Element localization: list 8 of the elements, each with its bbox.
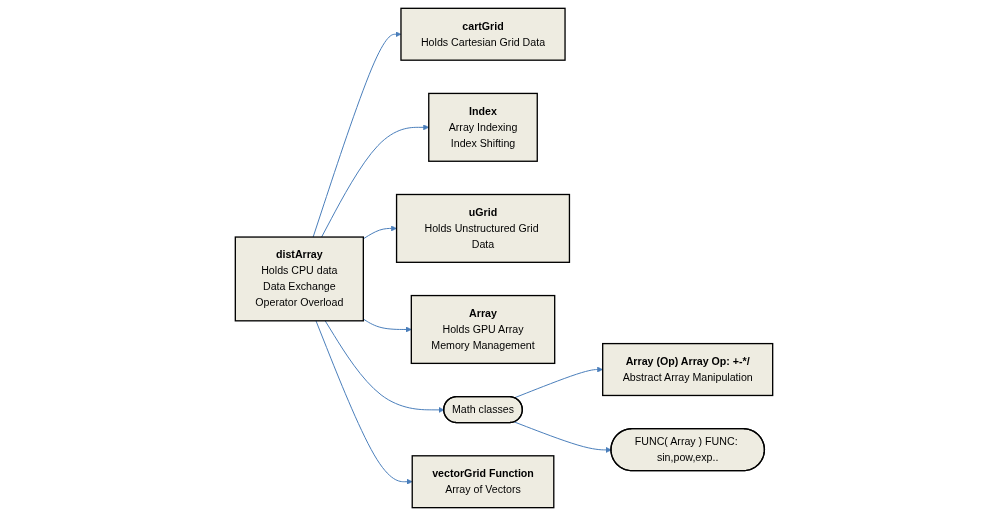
node-box: distArray Holds CPU data Data Exchange Operator Overload (234, 236, 364, 322)
node-box: vectorGrid Function Array of Vectors (411, 455, 555, 509)
node-box: Index Array Indexing Index Shifting (428, 92, 538, 162)
arrow (362, 225, 397, 240)
node-box: cartGrid Holds Cartesian Grid Data (400, 7, 566, 61)
node-box: Array (Op) Array Op: +-*/ Abstract Array Manipulation (602, 342, 774, 397)
node-box: uGrid Holds Unstructured Grid Data (395, 193, 571, 263)
node-box: Array Holds GPU Array Memory Management (410, 294, 556, 365)
